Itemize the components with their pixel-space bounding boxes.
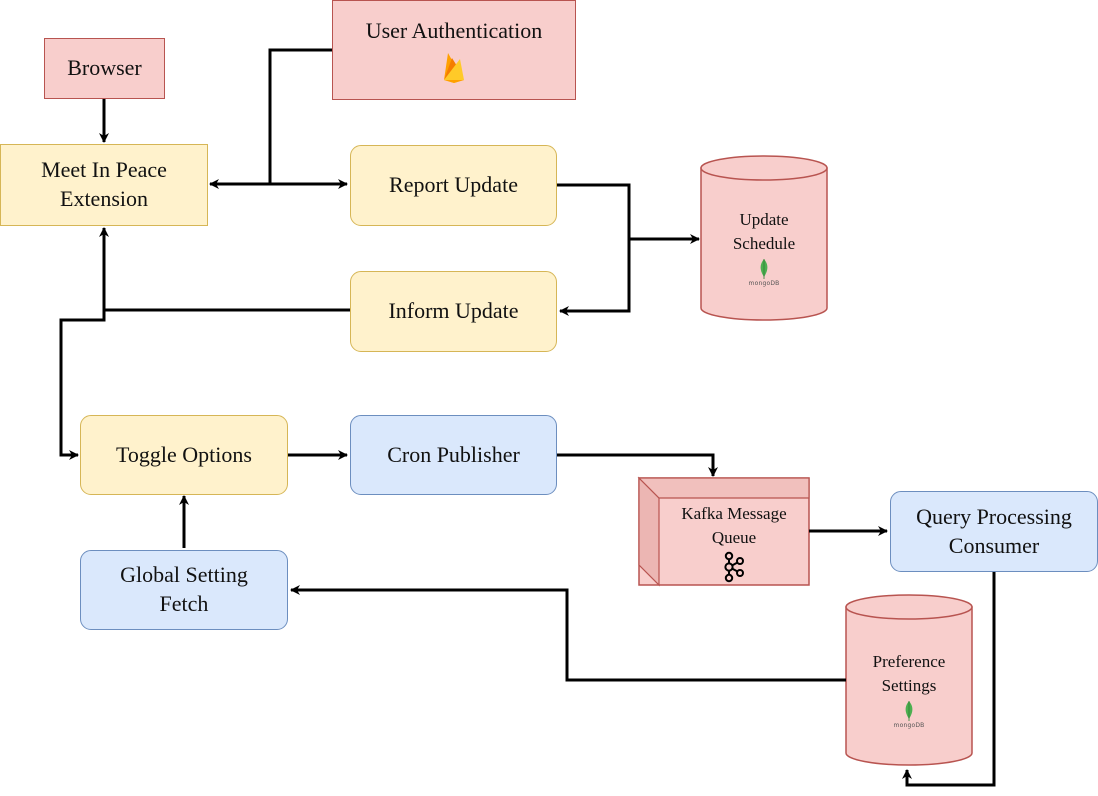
update-schedule-label-line2: Schedule: [732, 233, 796, 253]
mongodb-logo-text: mongoDB: [748, 279, 780, 287]
preference-settings-cylinder: [845, 594, 973, 766]
query-consumer-label-line1: Query Processing: [916, 503, 1072, 529]
inform-update-label: Inform Update: [388, 298, 519, 324]
edge-auth-to-extension: [209, 48, 332, 189]
toggle-options-label: Toggle Options: [116, 441, 252, 467]
report-update-label: Report Update: [389, 172, 518, 198]
inform-update-node: Inform Update: [350, 271, 557, 352]
cron-publisher-node: Cron Publisher: [350, 415, 557, 495]
user-authentication-node: User Authentication: [332, 0, 576, 100]
edge-consumer-to-preference: [902, 572, 996, 787]
report-update-node: Report Update: [350, 145, 557, 226]
query-consumer-label-line2: Consumer: [948, 532, 1040, 558]
edge-inform-to-extension: [99, 227, 350, 312]
global-fetch-label-line1: Global Setting: [120, 562, 248, 588]
update-schedule-label-line1: Update: [739, 210, 789, 229]
update-schedule-text: Update Schedule mongoDB: [701, 190, 827, 300]
edge-report-to-schedule: [557, 183, 700, 244]
global-setting-fetch-node: Global Setting Fetch: [80, 550, 288, 630]
mongodb-logo-text: mongoDB: [893, 721, 925, 729]
preference-settings-text: Preference Settings mongoDB: [846, 630, 972, 750]
meet-in-peace-extension-node: Meet In Peace Extension: [0, 144, 208, 226]
mongodb-leaf-icon: [760, 258, 768, 279]
kafka-queue-box: [637, 476, 810, 587]
mongodb-leaf-icon: [905, 700, 913, 721]
edge-cron-to-kafka: [557, 453, 718, 477]
toggle-options-node: Toggle Options: [80, 415, 288, 495]
preference-label-line2: Settings: [881, 675, 937, 695]
kafka-label-line2: Queue: [711, 527, 757, 547]
user-authentication-label: User Authentication: [365, 18, 543, 43]
update-schedule-cylinder: [700, 155, 828, 321]
browser-label: Browser: [67, 55, 142, 81]
kafka-label-line1: Kafka Message: [681, 504, 787, 523]
cron-publisher-label: Cron Publisher: [387, 441, 520, 467]
extension-label-line2: Extension: [60, 186, 148, 211]
browser-node: Browser: [44, 38, 165, 99]
connectors: [59, 48, 996, 787]
preference-label-line1: Preference: [872, 652, 946, 671]
global-fetch-label-line2: Fetch: [159, 591, 209, 616]
extension-label-line1: Meet In Peace: [41, 157, 167, 183]
kafka-queue-text: Kafka Message Queue: [659, 498, 809, 585]
query-processing-consumer-node: Query Processing Consumer: [890, 491, 1098, 572]
kafka-icon: [724, 551, 744, 582]
firebase-icon: [444, 52, 464, 83]
edge-preference-to-global: [290, 585, 846, 682]
edge-schedule-to-inform: [559, 239, 631, 316]
edge-extension-to-toggle: [59, 310, 106, 460]
